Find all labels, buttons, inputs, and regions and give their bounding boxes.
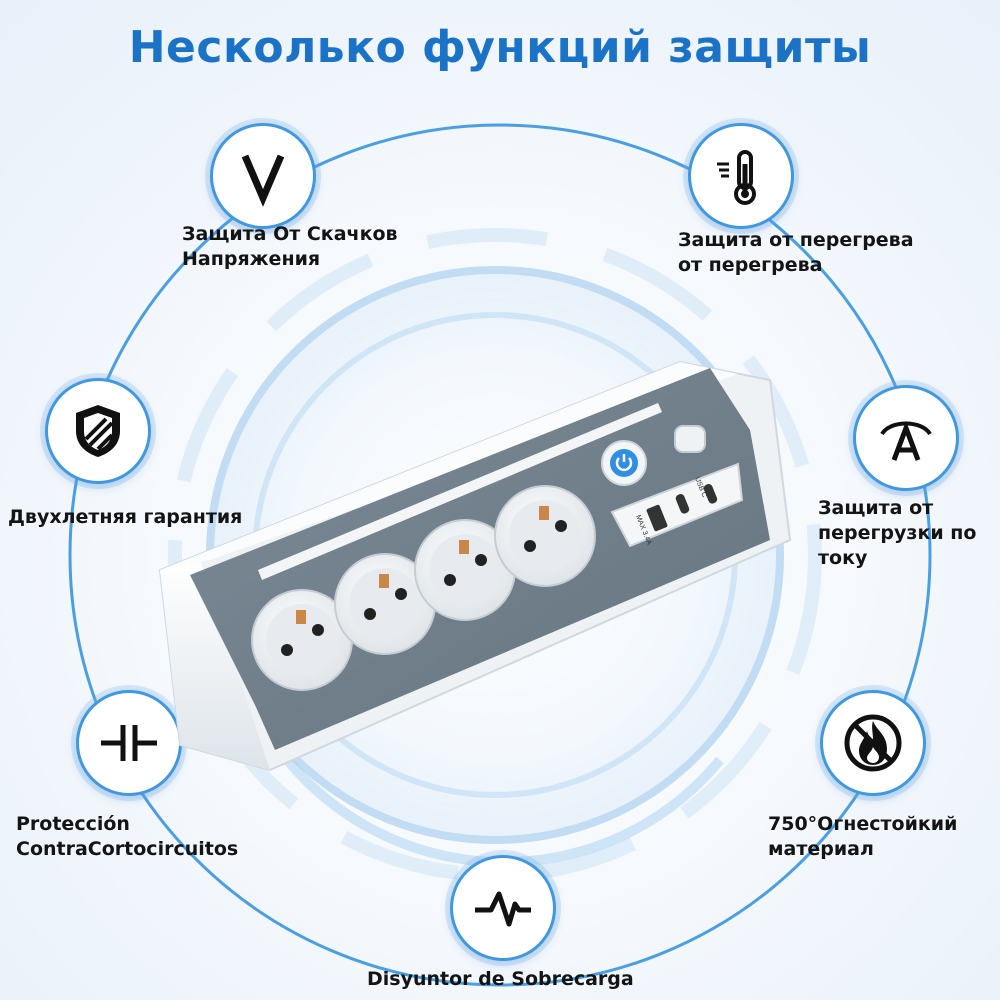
feature-overcurrent-line1: Защита от [818, 497, 934, 519]
usb-c-port-2 [703, 484, 718, 504]
usb-c-port-1 [675, 494, 690, 514]
feature-overcurrent-line3: току [818, 547, 868, 569]
voltage-v-icon [210, 123, 316, 229]
feature-overcurrent-line2: перегрузки по [818, 522, 977, 544]
feature-voltage-label: Защита От Скачков Напряжения [182, 222, 398, 272]
usb-a-port [646, 504, 668, 532]
feature-breaker-label: Disyuntor de Sobrecarga [367, 967, 634, 992]
no-fire-icon [820, 690, 926, 796]
thermometer-icon [688, 123, 794, 229]
feature-short-circuit-line2: ContraCortocircuitos [16, 838, 239, 860]
feature-fireproof-line2: материал [768, 838, 874, 860]
power-button [601, 440, 647, 486]
feature-short-circuit-label: Protección ContraCortocircuitos [16, 812, 238, 862]
ampere-icon [853, 385, 959, 491]
strip-side [160, 560, 270, 770]
capacitor-icon [76, 690, 182, 796]
feature-short-circuit-line1: Protección [16, 813, 130, 835]
socket-1 [251, 589, 353, 691]
strip-top [160, 362, 738, 570]
light-button [674, 425, 706, 453]
feature-warranty-line1: Двухлетняя гарантия [8, 506, 243, 528]
feature-warranty-label: Двухлетняя гарантия [8, 505, 242, 530]
feature-voltage-line1: Защита От Скачков [182, 223, 398, 245]
shield-icon [45, 378, 151, 484]
page-title: Несколько функций защиты [128, 22, 872, 73]
feature-overheat-line1: Защита от перегрева [678, 229, 914, 251]
feature-breaker-line1: Disyuntor de Sobrecarga [367, 968, 634, 990]
feature-voltage-line2: Напряжения [182, 248, 321, 270]
feature-fireproof-line1: 750°Огнестойкий [768, 813, 958, 835]
socket-3 [414, 519, 516, 621]
pulse-icon [450, 855, 556, 961]
feature-overheat-line2: от перегрева [678, 254, 823, 276]
feature-fireproof-label: 750°Огнестойкий материал [768, 812, 957, 862]
socket-2 [334, 553, 436, 655]
feature-overheat-label: Защита от перегрева от перегрева [678, 228, 914, 278]
socket-4 [494, 485, 596, 587]
led-light-bar-lower [258, 403, 662, 580]
feature-overcurrent-label: Защита от перегрузки по току [818, 496, 976, 571]
